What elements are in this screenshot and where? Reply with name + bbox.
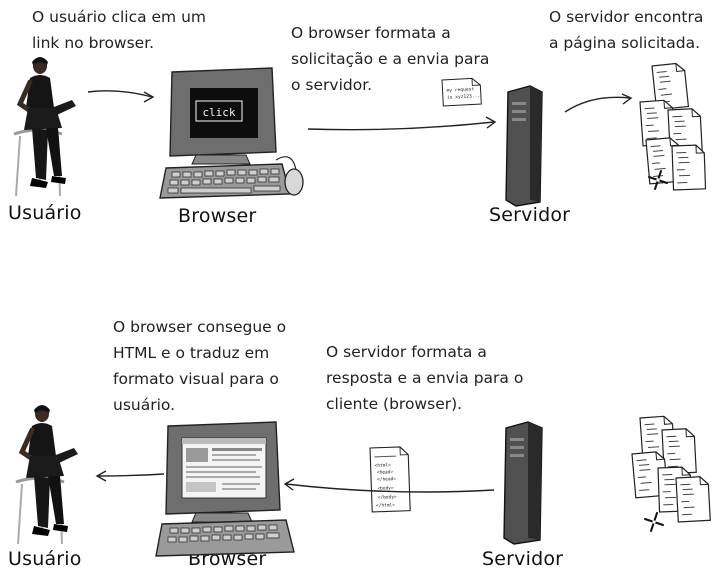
label-server-top: Servidor: [489, 204, 571, 226]
caption-line: formato visual para o: [113, 370, 279, 388]
caption-line: link no browser.: [32, 34, 155, 52]
user-bottom-figure: [16, 405, 78, 544]
html-pages-stack-bottom: [631, 415, 711, 532]
caption-line: O browser consegue o: [113, 318, 287, 336]
caption-browser-top: O browser formata a solicitação e a envi…: [291, 20, 489, 98]
arrow-server-to-pages: [564, 96, 631, 113]
caption-line: O browser formata a: [291, 24, 451, 42]
doc-line: <html>: [375, 462, 392, 469]
caption-line: cliente (browser).: [326, 395, 463, 413]
caption-browser-bottom: O browser consegue o HTML e o traduz em …: [113, 314, 286, 418]
doc-line: <head>: [377, 469, 394, 476]
caption-server-bottom: O servidor formata a resposta e a envia …: [326, 339, 523, 417]
doc-line: <body>: [377, 485, 394, 492]
label-user-bottom: Usuário: [8, 548, 82, 570]
server-top-tower: [505, 85, 543, 207]
caption-line: o servidor.: [291, 76, 373, 94]
request-note-line: my request: [446, 86, 474, 93]
caption-line: a página solicitada.: [549, 34, 700, 52]
server-bottom-tower: [503, 421, 543, 545]
click-link-text: click: [202, 106, 235, 119]
user-top-figure: [14, 57, 76, 196]
request-note: my request is xyz123...: [441, 77, 482, 107]
response-html-document: <html> <head> </head> <body> </body> </h…: [369, 446, 411, 513]
browser-top-computer: click: [159, 67, 304, 199]
label-user-top: Usuário: [8, 202, 82, 224]
arrow-server-to-browser: [285, 483, 495, 493]
caption-line: O servidor encontra: [549, 8, 704, 26]
caption-server-top: O servidor encontra a página solicitada.: [549, 4, 703, 56]
label-browser-top: Browser: [178, 205, 257, 227]
caption-line: solicitação e a envia para: [291, 50, 490, 68]
doc-line: </head>: [377, 476, 396, 483]
arrow-user-to-browser: [87, 90, 153, 98]
doc-line: </html>: [376, 502, 395, 509]
doc-line: </body>: [378, 494, 397, 501]
arrow-browser-to-user: [97, 473, 165, 477]
request-note-line: is xyz123...: [447, 93, 480, 101]
arrow-browser-to-server: [307, 121, 495, 131]
caption-line: O servidor formata a: [326, 343, 487, 361]
caption-user-top: O usuário clica em um link no browser.: [32, 4, 206, 56]
svg-text:<html> <head> </he: <html> <head> </head> <body> </body> </h…: [375, 462, 400, 509]
caption-line: HTML e o traduz em: [113, 344, 270, 362]
caption-line: usuário.: [113, 396, 176, 414]
browser-bottom-computer: [155, 421, 295, 557]
label-server-bottom: Servidor: [482, 548, 564, 570]
caption-line: O usuário clica em um: [32, 8, 207, 26]
caption-line: resposta e a envia para o: [326, 369, 524, 387]
html-pages-stack-top: [639, 62, 707, 191]
